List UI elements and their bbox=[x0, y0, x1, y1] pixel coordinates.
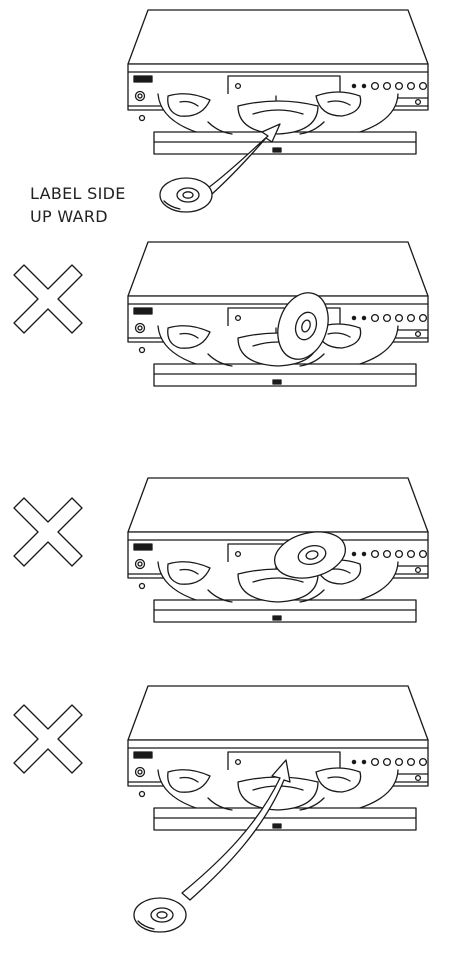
cd-player bbox=[128, 242, 428, 386]
cross-icon bbox=[14, 705, 82, 773]
cd-disc bbox=[134, 898, 186, 932]
cross-icon bbox=[14, 265, 82, 333]
panel-3-wrong bbox=[14, 478, 428, 622]
cd-player bbox=[128, 686, 428, 830]
label-side-caption: LABEL SIDE UP WARD bbox=[30, 182, 126, 228]
cd-player bbox=[128, 10, 428, 154]
cd-disc bbox=[160, 178, 212, 212]
panel-1-correct bbox=[128, 10, 428, 212]
panel-2-wrong bbox=[14, 242, 428, 386]
label-line-1: LABEL SIDE bbox=[30, 182, 126, 205]
label-line-2: UP WARD bbox=[30, 205, 126, 228]
panel-4-wrong bbox=[14, 686, 428, 932]
cross-icon bbox=[14, 498, 82, 566]
